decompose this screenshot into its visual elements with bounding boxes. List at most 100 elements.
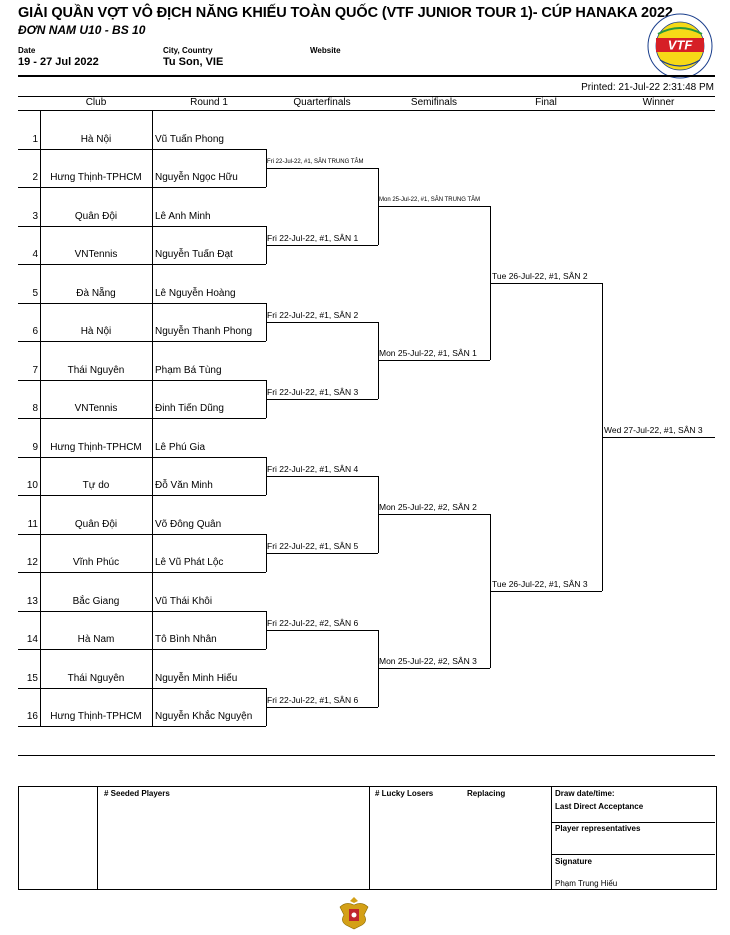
- player-line: [18, 495, 266, 496]
- player-club: Hưng Thịnh-TPHCM: [50, 711, 142, 722]
- vtf-logo: VTF: [647, 13, 713, 79]
- city-label: City, Country: [163, 46, 213, 55]
- qf-line: [266, 321, 378, 323]
- r1-match-schedule: Fri 22-Jul-22, #1, SÂN 2: [267, 309, 359, 320]
- player-club: VNTennis: [74, 249, 118, 260]
- player-name: Lê Anh Minh: [155, 210, 211, 222]
- qf-line: [266, 244, 378, 246]
- player-club: Đà Nẵng: [76, 287, 116, 299]
- qf-match-schedule: Mon 25-Jul-22, #2, SÂN 3: [379, 656, 477, 667]
- qf-line: [266, 629, 378, 631]
- player-name: Lê Vũ Phát Lộc: [155, 557, 224, 568]
- seed-number: 2: [32, 172, 38, 183]
- player-name: Võ Đông Quân: [155, 518, 222, 530]
- player-name: Đinh Tiến Dũng: [155, 403, 224, 414]
- player-name: Lê Phú Gia: [155, 441, 206, 453]
- player-representatives-label: Player representatives: [555, 824, 641, 833]
- player-line: [18, 687, 266, 689]
- final-line: [490, 283, 602, 285]
- footer-col-3: [551, 786, 552, 889]
- player-name: Nguyễn Thanh Phong: [155, 326, 253, 337]
- player-line: [18, 187, 266, 188]
- winner-line: [602, 437, 715, 439]
- seed-number: 14: [26, 634, 38, 645]
- r1-match-schedule: Fri 22-Jul-22, #1, SÂN TRUNG TÂM: [267, 158, 364, 165]
- lucky-losers-label: # Lucky Losers: [375, 789, 434, 798]
- header-divider: [18, 75, 715, 77]
- player-line: [18, 379, 266, 381]
- replacing-label: Replacing: [467, 789, 506, 798]
- seed-number: 12: [26, 557, 38, 568]
- player-line: [18, 148, 266, 150]
- printed-timestamp: Printed: 21-Jul-22 2:31:48 PM: [581, 82, 714, 93]
- last-direct-acceptance-label: Last Direct Acceptance: [555, 802, 644, 811]
- footer-row-2: [551, 854, 715, 855]
- player-name: Nguyễn Tuấn Đạt: [155, 249, 233, 260]
- player-name: Lê Nguyễn Hoàng: [155, 287, 236, 299]
- r1-match-schedule: Fri 22-Jul-22, #1, SÂN 4: [267, 463, 359, 474]
- player-club: Tự do: [82, 480, 110, 491]
- seed-number: 9: [32, 441, 38, 453]
- seed-number: 7: [32, 364, 38, 376]
- seed-number: 13: [26, 595, 38, 607]
- r1-match-schedule: Fri 22-Jul-22, #1, SÂN 1: [267, 232, 359, 243]
- player-club: Hưng Thịnh-TPHCM: [50, 441, 142, 453]
- tournament-title: GIẢI QUẦN VỢT VÔ ĐỊCH NĂNG KHIẾU TOÀN QU…: [18, 5, 673, 21]
- player-club: Quân Đội: [74, 210, 118, 222]
- qf-match-schedule: Mon 25-Jul-22, #1, SÂN TRUNG TÂM: [379, 197, 481, 204]
- footer-table: [18, 786, 717, 890]
- qf-line: [266, 475, 378, 477]
- crest-emblem: [339, 897, 369, 930]
- player-club: Thái Nguyên: [67, 364, 125, 376]
- seed-number: 3: [32, 210, 38, 222]
- player-line: [18, 610, 266, 612]
- player-line: [18, 302, 266, 304]
- col-quarterfinals: Quarterfinals: [293, 97, 351, 108]
- sf-match-schedule: Tue 26-Jul-22, #1, SÂN 2: [492, 271, 588, 282]
- final-line: [490, 591, 602, 593]
- player-name: Nguyễn Ngọc Hữu: [155, 172, 238, 183]
- date-label: Date: [18, 46, 36, 55]
- sf-match-schedule: Tue 26-Jul-22, #1, SÂN 3: [492, 579, 588, 590]
- seed-number: 8: [32, 403, 38, 414]
- qf-line: [266, 167, 378, 169]
- seed-number: 15: [26, 672, 38, 684]
- player-line: [18, 418, 266, 419]
- player-club: Vĩnh Phúc: [72, 557, 120, 568]
- signature-label: Signature: [555, 857, 592, 866]
- player-club: Hà Nội: [80, 133, 112, 145]
- player-name: Vũ Tuấn Phong: [155, 133, 224, 145]
- seed-number: 16: [26, 711, 38, 722]
- seed-number: 5: [32, 287, 38, 299]
- qf-line: [266, 398, 378, 400]
- footer-col-2: [369, 786, 370, 889]
- player-line: [18, 456, 266, 458]
- qf-line: [266, 706, 378, 708]
- seeded-players-label: # Seeded Players: [104, 789, 170, 798]
- col-club: Club: [85, 97, 107, 108]
- player-line: [18, 264, 266, 265]
- player-name: Phạm Bá Tùng: [155, 364, 222, 376]
- r1-match-schedule: Fri 22-Jul-22, #1, SÂN 3: [267, 386, 359, 397]
- city-value: Tu Son, VIE: [163, 56, 224, 68]
- sf-line: [378, 360, 490, 362]
- column-header-top-line: [18, 96, 715, 97]
- player-name: Tô Bình Nhân: [155, 634, 217, 645]
- col-round1: Round 1: [190, 97, 228, 108]
- col-winner: Winner: [642, 97, 675, 108]
- player-line: [18, 726, 266, 727]
- website-label: Website: [310, 46, 341, 55]
- final-match-schedule: Wed 27-Jul-22, #1, SÂN 3: [604, 425, 703, 436]
- player-club: Quân Đội: [74, 518, 118, 530]
- seed-number: 4: [32, 249, 38, 260]
- column-header-bottom-line: [18, 110, 715, 111]
- player-club: VNTennis: [74, 403, 118, 414]
- seed-number: 1: [32, 133, 38, 145]
- qf-match-schedule: Mon 25-Jul-22, #2, SÂN 2: [379, 502, 477, 513]
- qf-match-schedule: Mon 25-Jul-22, #1, SÂN 1: [379, 348, 477, 359]
- player-line: [18, 225, 266, 227]
- r1-match-schedule: Fri 22-Jul-22, #1, SÂN 5: [267, 540, 359, 551]
- player-line: [18, 341, 266, 342]
- player-line: [18, 572, 266, 573]
- player-club: Hà Nam: [77, 634, 115, 645]
